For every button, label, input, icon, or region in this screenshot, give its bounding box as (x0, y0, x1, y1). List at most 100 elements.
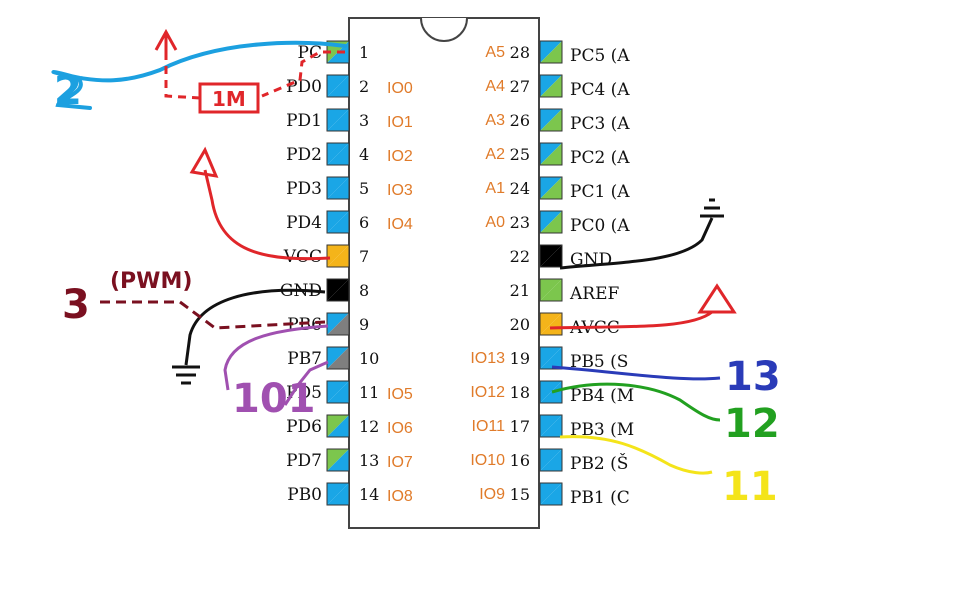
pin-22-number: 22 (510, 247, 530, 266)
pin-9-square (326, 312, 350, 336)
pin11-label: 11 (722, 464, 778, 510)
pin-15-number: 15 (510, 485, 530, 504)
pin-28-io-label: A5 (485, 44, 505, 61)
gnd-right-symbol (700, 198, 724, 218)
pin-18-name: PB4 (M (570, 386, 634, 406)
pin-5-name: PD3 (286, 179, 322, 199)
pin-23-name: PC0 (A (570, 216, 630, 236)
pin-20-square (539, 312, 563, 336)
pin-4-name: PD2 (286, 145, 322, 165)
gnd-left-symbol (172, 365, 200, 385)
pin-25-square (539, 142, 563, 166)
pin-26-name: PC3 (A (570, 114, 630, 134)
pin-6-io-label: IO4 (387, 216, 413, 233)
pin-15-name: PB1 (C (570, 488, 630, 508)
pin-2-io-label: IO0 (387, 80, 413, 97)
pin-14-square (326, 482, 350, 506)
pin-3-name: PD1 (286, 111, 322, 131)
pin-25-io-label: A2 (485, 146, 505, 163)
pin-5-io-label: IO3 (387, 182, 413, 199)
avcc-wire (549, 310, 713, 330)
pin13-label: 13 (725, 354, 781, 400)
chip-notch (420, 17, 468, 42)
pin-8-square (326, 278, 350, 302)
vcc-arrow (189, 146, 219, 178)
pin-2-number: 2 (359, 77, 369, 96)
pin-24-io-label: A1 (485, 180, 505, 197)
pin-3-io-label: IO1 (387, 114, 413, 131)
pin-23-io-label: A0 (485, 214, 505, 231)
pwm-label: (PWM) (110, 269, 192, 294)
pin-26-square (539, 108, 563, 132)
pin-2-square (326, 74, 350, 98)
pwm-dashed-wire (100, 300, 326, 330)
pin-24-name: PC1 (A (570, 182, 630, 202)
pin-6-name: PD4 (286, 213, 322, 233)
pin-14-name: PB0 (287, 485, 322, 505)
gnd-left-wire (184, 288, 326, 366)
pin-14-io-label: IO8 (387, 488, 413, 505)
led-label: 101 (232, 376, 316, 422)
pin-12-number: 12 (359, 417, 379, 436)
pin-26-number: 26 (510, 111, 530, 130)
pin-27-number: 27 (510, 77, 530, 96)
pin-7-name: VCC (283, 247, 322, 267)
pin-27-name: PC4 (A (570, 80, 630, 100)
pin-21-square (539, 278, 563, 302)
pin-1-name: PC (298, 43, 322, 63)
pin-15-square (539, 482, 563, 506)
pin11-wire (559, 435, 713, 475)
pin-9-number: 9 (359, 315, 369, 334)
pin-1-number: 1 (359, 43, 369, 62)
pin-27-square (539, 74, 563, 98)
pin-21-number: 21 (510, 281, 530, 300)
pin-28-number: 28 (510, 43, 530, 62)
pin-7-square (326, 244, 350, 268)
pin-13-square (326, 448, 350, 472)
pin-19-number: 19 (510, 349, 530, 368)
pin-11-io-label: IO5 (387, 386, 413, 403)
pin-4-io-label: IO2 (387, 148, 413, 165)
pin-10-number: 10 (359, 349, 379, 368)
pin-16-io-label: IO10 (470, 452, 505, 469)
pin-6-square (326, 210, 350, 234)
reset-wire (51, 40, 347, 110)
pin-26-io-label: A3 (485, 112, 505, 129)
reset-label: 2 (54, 68, 82, 114)
pin-17-io-label: IO11 (472, 418, 506, 435)
pin-12-square (326, 414, 350, 438)
pin-17-square (539, 414, 563, 438)
pin-19-io-label: IO13 (470, 350, 505, 367)
avcc-arrow (697, 283, 737, 314)
pin-16-number: 16 (510, 451, 530, 470)
pin13-wire (551, 365, 721, 381)
resistor-dashed-lead (261, 50, 345, 98)
pin-4-square (326, 142, 350, 166)
pin12-wire (551, 382, 721, 422)
pin-8-number: 8 (359, 281, 369, 300)
pin-28-name: PC5 (A (570, 46, 630, 66)
pin-11-number: 11 (359, 383, 379, 402)
pin-25-name: PC2 (A (570, 148, 630, 168)
resistor-label: 1M (212, 87, 246, 111)
led-wire (223, 324, 329, 406)
resistor-dashed-lead-left (164, 56, 201, 100)
pin-17-number: 17 (510, 417, 530, 436)
pin-28-square (539, 40, 563, 64)
pin-7-number: 7 (359, 247, 369, 266)
pin-18-io-label: IO12 (470, 384, 505, 401)
pin-19-name: PB5 (S (570, 352, 628, 372)
pin-19-square (539, 346, 563, 370)
pin-4-number: 4 (359, 145, 369, 164)
resistor-box (198, 82, 260, 114)
pin-18-square (539, 380, 563, 404)
pin-13-name: PD7 (286, 451, 322, 471)
pin-14-number: 14 (359, 485, 379, 504)
pin-3-square (326, 108, 350, 132)
pin-23-number: 23 (510, 213, 530, 232)
pin-17-name: PB3 (M (570, 420, 634, 440)
pin-25-number: 25 (510, 145, 530, 164)
pin-16-name: PB2 (Š (570, 453, 628, 474)
